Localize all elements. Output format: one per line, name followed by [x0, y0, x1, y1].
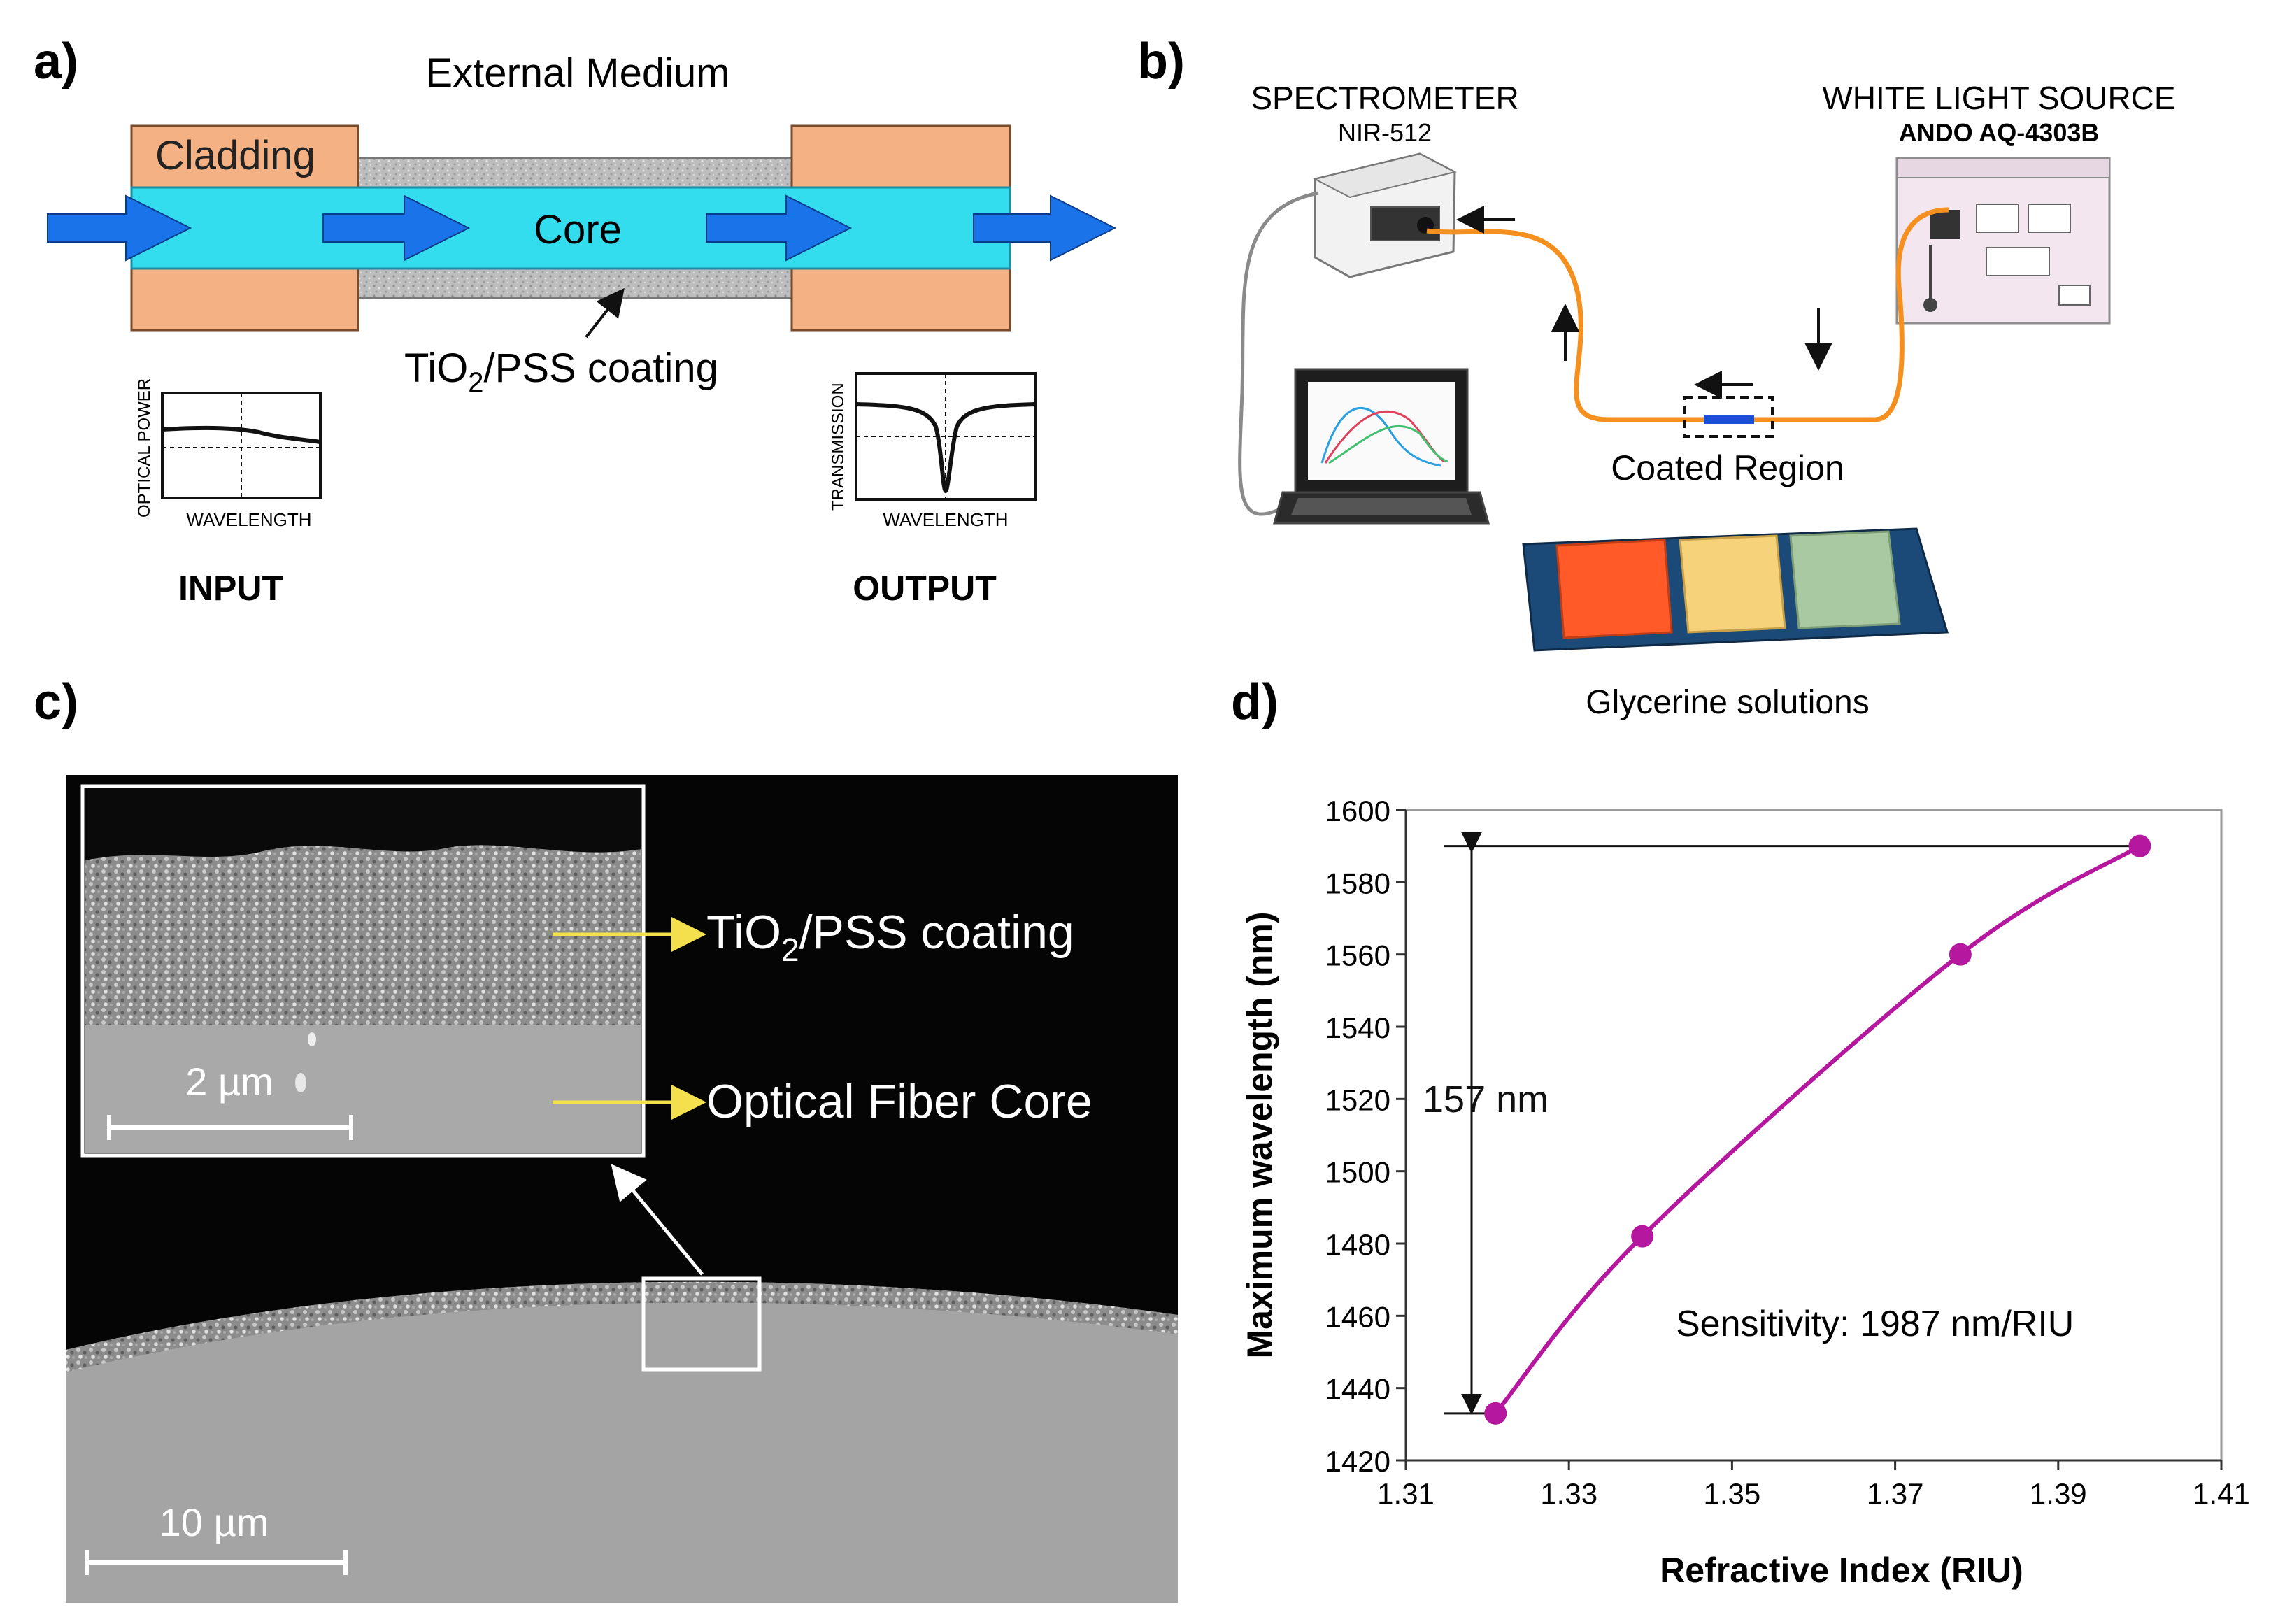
panel-a: a) External Medium Cladding Core TiO2/PS… [34, 34, 1117, 608]
x-tick-label: 1.41 [2193, 1477, 2250, 1510]
white-light-source-device [1895, 157, 2111, 325]
x-tick-label: 1.39 [2030, 1477, 2087, 1510]
light-source-model: ANDO AQ-4303B [1899, 118, 2100, 147]
panel-b-letter: b) [1137, 34, 1185, 90]
y-tick-label: 1520 [1325, 1083, 1390, 1116]
zoom-region-box [641, 1276, 762, 1372]
data-point [2128, 834, 2151, 857]
fiber-core [130, 186, 1011, 270]
light-arrow-4 [973, 194, 1117, 262]
data-point [1631, 1225, 1654, 1248]
light-arrow-3 [706, 194, 853, 262]
panel-a-letter: a) [34, 34, 78, 90]
sensitivity-annotation: Sensitivity: 1987 nm/RIU [1676, 1304, 2074, 1344]
y-tick-label: 1440 [1325, 1373, 1390, 1406]
coated-region-box [1683, 396, 1774, 438]
y-tick-label: 1500 [1325, 1156, 1390, 1189]
panel-d: d) 1420144014601480150015201540156015801… [1231, 674, 2250, 1590]
panel-b: b) SPECTROMETER NIR-512 WHITE LIGHT SOUR… [1137, 34, 2176, 721]
y-tick-label: 1460 [1325, 1300, 1390, 1333]
usb-cable [1238, 191, 1319, 516]
zoom-pointer-arrow [611, 1164, 704, 1276]
input-title: INPUT [178, 569, 283, 608]
output-xlabel: WAVELENGTH [883, 509, 1008, 530]
cladding-right-bottom [790, 267, 1011, 332]
panel-c: c) 2 µm TiO2/PSS coating Optical Fiber C… [34, 674, 1178, 1603]
coating-top [357, 157, 792, 188]
y-tick-label: 1580 [1325, 867, 1390, 899]
coating-bottom [357, 268, 792, 299]
data-point [1484, 1402, 1507, 1425]
chart-xlabel: Refractive Index (RIU) [1660, 1551, 2023, 1590]
cladding-right-top [790, 124, 1011, 189]
sem-inset [80, 784, 646, 1158]
x-tick-label: 1.37 [1867, 1477, 1924, 1510]
y-tick-label: 1600 [1325, 795, 1390, 827]
light-arrow-2 [322, 194, 471, 262]
laptop [1273, 368, 1490, 525]
cladding-left-top [130, 124, 359, 189]
chart-ylabel: Maximum wavelength (nm) [1240, 912, 1279, 1359]
wavelength-chart: 1420 1440 1460 1480 1500 1520 1540 1560 1580 1600… [1325, 795, 2250, 1510]
spectrometer-model: NIR-512 [1338, 118, 1432, 147]
cladding-left-bottom [130, 267, 359, 332]
glycerine-label: Glycerine solutions [1586, 684, 1870, 721]
coating-pointer-arrow [585, 287, 625, 339]
optical-fiber [1426, 207, 1949, 422]
external-medium-label: External Medium [425, 50, 729, 96]
series-line [1493, 844, 2141, 1415]
panel-c-letter: c) [34, 674, 78, 730]
output-ylabel: TRANSMISSION [829, 383, 848, 511]
core-label: Core [534, 207, 622, 252]
y-tick-label: 1540 [1325, 1011, 1390, 1044]
light-source-label: WHITE LIGHT SOURCE [1822, 80, 2175, 116]
cladding-label: Cladding [155, 133, 315, 178]
x-tick-label: 1.31 [1377, 1477, 1434, 1510]
coating-label-a: TiO2/PSS coating [404, 346, 718, 398]
spectrometer-device [1313, 152, 1457, 278]
sem-fiber-core [66, 1281, 1178, 1603]
main-scale-label: 10 µm [159, 1500, 269, 1544]
span-annotation: 157 nm [1423, 1078, 1549, 1120]
data-point [1949, 943, 1972, 966]
light-arrow-1 [47, 194, 192, 262]
input-ylabel: OPTICAL POWER [135, 378, 154, 518]
x-tick-label: 1.35 [1704, 1477, 1761, 1510]
spectrometer-label: SPECTROMETER [1251, 80, 1518, 116]
input-xlabel: WAVELENGTH [186, 509, 311, 530]
panel-d-letter: d) [1231, 674, 1279, 730]
output-title: OUTPUT [853, 569, 997, 608]
sem-core-label: Optical Fiber Core [706, 1075, 1092, 1128]
x-tick-label: 1.33 [1540, 1477, 1597, 1510]
output-spectrum-curve [855, 402, 1036, 494]
y-tick-label: 1420 [1325, 1445, 1390, 1478]
coated-region-label: Coated Region [1611, 448, 1844, 487]
inset-scale-label: 2 µm [185, 1060, 273, 1104]
sem-coating-label: TiO2/PSS coating [706, 906, 1074, 968]
plot-frame [1404, 809, 2223, 1462]
sem-coating-layer [66, 1281, 1178, 1372]
input-spectrum-curve [162, 425, 321, 444]
y-tick-label: 1560 [1325, 939, 1390, 972]
glycerine-tray [1522, 527, 1949, 652]
y-tick-label: 1480 [1325, 1228, 1390, 1261]
